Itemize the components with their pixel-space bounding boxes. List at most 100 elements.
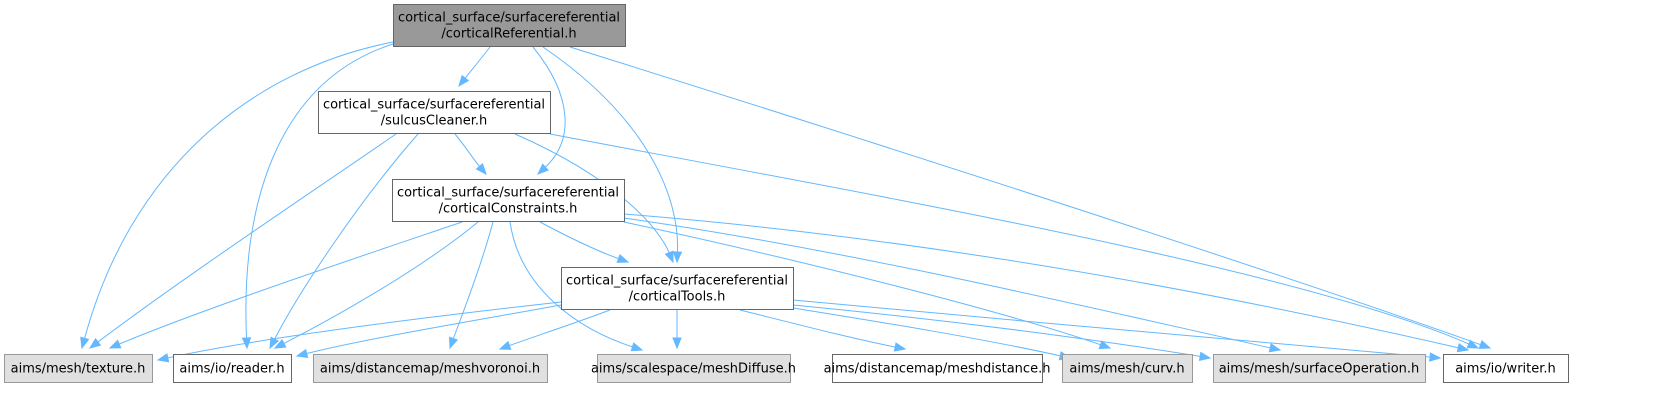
arrowhead-icon (537, 163, 549, 175)
edge-line (792, 307, 1062, 357)
edge-corticalConstraints-to-curv (623, 221, 1112, 350)
node-label: aims/scalespace/meshDiffuse.h (591, 362, 796, 377)
node-curv[interactable]: aims/mesh/curv.h (1062, 354, 1193, 383)
edge-sulcusCleaner-to-corticalTools (514, 133, 674, 264)
arrowhead-icon (1268, 343, 1282, 353)
node-box (1213, 354, 1426, 383)
node-box (832, 354, 1043, 383)
node-label: aims/io/writer.h (1455, 362, 1556, 377)
node-label: aims/io/reader.h (179, 362, 284, 377)
edge-root-to-corticalConstraints (532, 46, 566, 175)
edge-line (514, 133, 671, 254)
node-corticalTools[interactable]: cortical_surface/surfacereferential/cort… (561, 267, 794, 310)
node-label: cortical_surface/surfacereferential (397, 186, 619, 201)
edge-line (539, 221, 620, 260)
arrowhead-icon (80, 336, 90, 350)
edge-corticalConstraints-to-writer (623, 213, 1470, 353)
edge-corticalTools-to-meshdistance (739, 309, 907, 352)
node-label: /corticalReferential.h (441, 27, 576, 42)
edges-layer (80, 41, 1492, 363)
node-meshDiffuse[interactable]: aims/scalespace/meshDiffuse.h (591, 354, 796, 383)
arrowhead-icon (458, 74, 470, 88)
edge-line (273, 133, 419, 341)
node-label: aims/mesh/curv.h (1069, 362, 1184, 377)
node-box (561, 267, 794, 310)
edge-line (452, 221, 494, 340)
edge-corticalConstraints-to-reader (273, 221, 479, 349)
node-box (393, 4, 626, 47)
arrowhead-icon (893, 342, 907, 352)
node-box (4, 354, 153, 383)
edge-line (166, 301, 562, 359)
edge-corticalTools-to-texture (156, 301, 562, 363)
arrowhead-icon (1478, 340, 1492, 349)
edge-corticalTools-to-writer (792, 299, 1442, 362)
arrowhead-icon (1198, 351, 1212, 361)
arrowhead-icon (672, 337, 682, 350)
edge-corticalTools-to-reader (295, 304, 562, 359)
nodes-layer: cortical_surface/surfacereferential/cort… (4, 4, 1569, 383)
edge-line (245, 43, 394, 340)
edge-sulcusCleaner-to-writer (549, 133, 1480, 349)
edge-line (623, 221, 1102, 346)
arrowhead-icon (1456, 343, 1470, 353)
node-reader[interactable]: aims/io/reader.h (173, 354, 292, 383)
node-box (173, 354, 292, 383)
arrowhead-icon (295, 348, 309, 359)
arrowhead-icon (672, 251, 683, 264)
node-box (318, 91, 551, 134)
node-meshdistance[interactable]: aims/distancemap/meshdistance.h (824, 354, 1051, 383)
edge-sulcusCleaner-to-reader (269, 133, 419, 350)
edge-corticalTools-to-meshvoronoi (498, 309, 611, 350)
arrowhead-icon (88, 337, 102, 349)
edge-line (454, 133, 481, 168)
node-label: /corticalConstraints.h (439, 202, 578, 217)
edge-corticalConstraints-to-surfaceOperation (623, 217, 1282, 353)
arrowhead-icon (1098, 340, 1112, 350)
node-label: aims/mesh/surfaceOperation.h (1219, 362, 1420, 377)
edge-line (532, 46, 566, 169)
edge-root-to-sulcusCleaner (458, 46, 491, 88)
edge-line (542, 46, 679, 254)
edge-line (118, 221, 463, 345)
node-label: /sulcusCleaner.h (381, 114, 488, 129)
arrowhead-icon (108, 339, 122, 349)
arrowhead-icon (1466, 339, 1480, 349)
node-writer[interactable]: aims/io/writer.h (1443, 354, 1569, 383)
node-surfaceOperation[interactable]: aims/mesh/surfaceOperation.h (1213, 354, 1426, 383)
edge-root-to-reader (241, 43, 394, 350)
edge-root-to-texture (80, 41, 394, 350)
node-corticalConstraints[interactable]: cortical_surface/surfacereferential/cort… (392, 179, 625, 222)
edge-root-to-corticalTools (542, 46, 683, 264)
node-label: cortical_surface/surfacereferential (323, 98, 545, 113)
node-box (1443, 354, 1569, 383)
node-label: aims/distancemap/meshvoronoi.h (320, 362, 540, 377)
edge-line (569, 46, 1482, 346)
edge-line (305, 304, 562, 355)
node-texture[interactable]: aims/mesh/texture.h (4, 354, 153, 383)
edge-line (549, 133, 1470, 345)
edge-corticalTools-to-surfaceOperation (792, 304, 1212, 361)
node-label: /corticalTools.h (629, 290, 726, 305)
arrowhead-icon (475, 162, 487, 176)
node-label: cortical_surface/surfacereferential (398, 11, 620, 26)
arrowhead-icon (156, 353, 170, 363)
node-label: cortical_surface/surfacereferential (566, 274, 788, 289)
arrowhead-icon (630, 342, 644, 352)
edge-sulcusCleaner-to-texture (88, 133, 397, 349)
arrowhead-icon (1429, 352, 1442, 362)
edge-corticalConstraints-to-texture (108, 221, 463, 349)
edge-line (623, 217, 1272, 349)
edge-line (792, 299, 1432, 358)
arrowhead-icon (498, 340, 512, 350)
node-meshvoronoi[interactable]: aims/distancemap/meshvoronoi.h (313, 354, 548, 383)
edge-corticalConstraints-to-corticalTools (539, 221, 630, 263)
arrowhead-icon (616, 254, 630, 263)
node-box (597, 354, 791, 383)
arrowhead-icon (664, 250, 674, 264)
node-sulcusCleaner[interactable]: cortical_surface/surfacereferential/sulc… (318, 91, 551, 134)
edge-line (739, 309, 897, 348)
edge-line (623, 213, 1460, 349)
node-box (1062, 354, 1193, 383)
edge-line (96, 133, 397, 343)
